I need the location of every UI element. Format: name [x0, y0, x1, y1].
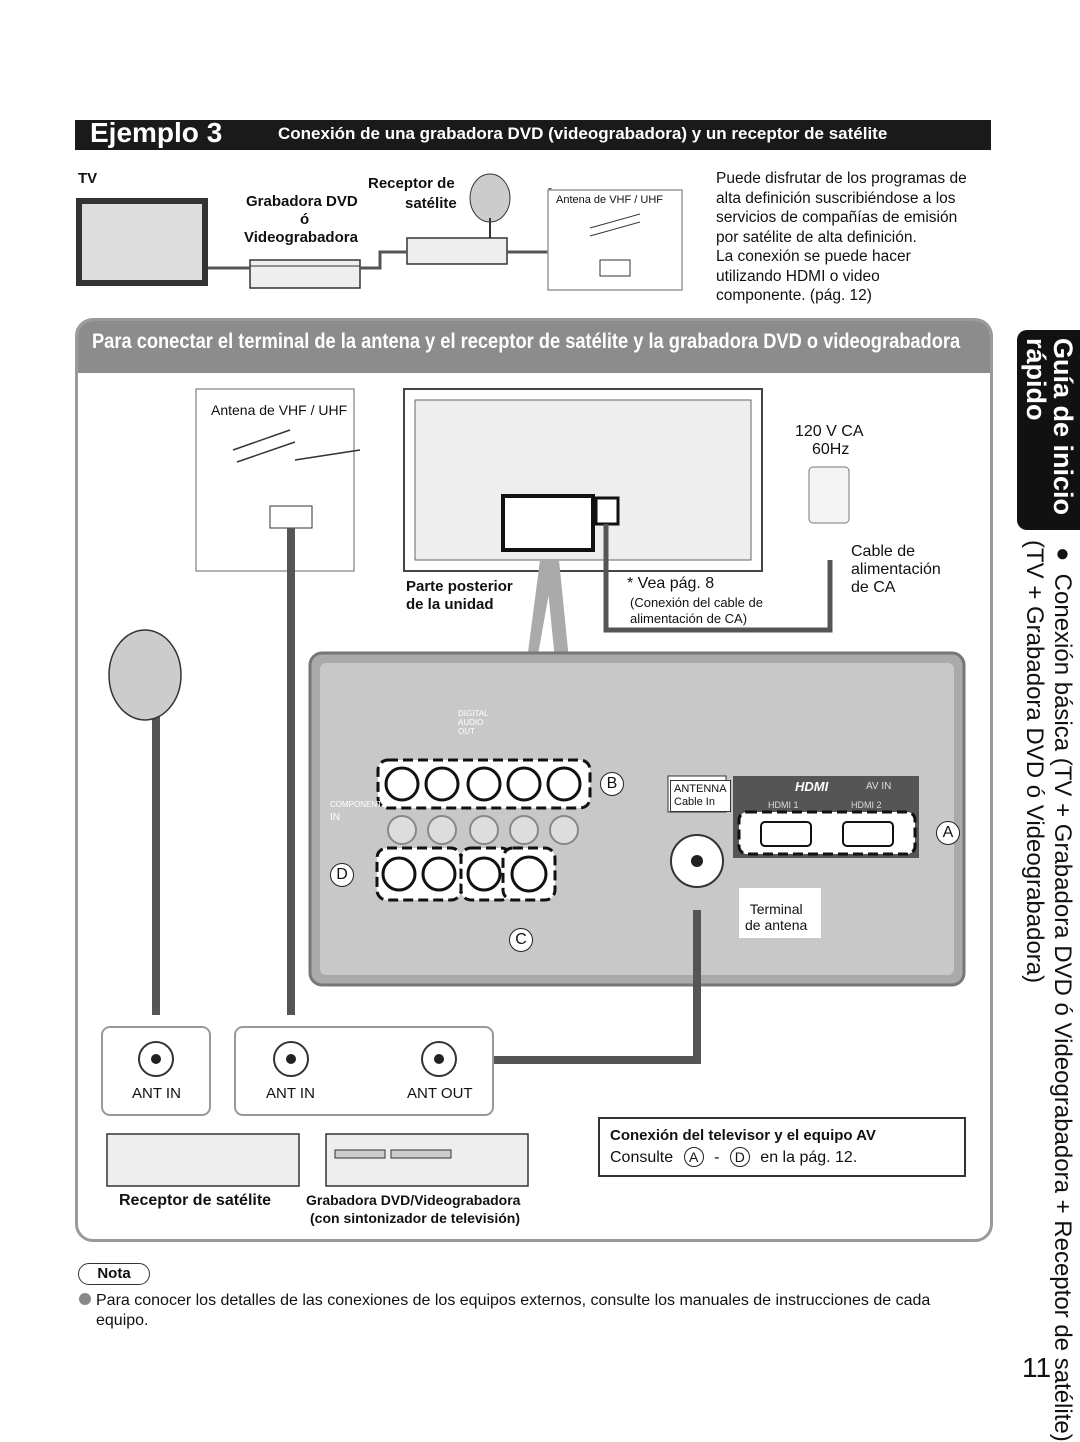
antenna-cable-line: Cable In [674, 796, 715, 808]
dish-illustration [469, 173, 511, 223]
antenna-cable-label: ANTENNA Cable In [670, 780, 731, 812]
satellite-label-2: satélite [405, 195, 457, 212]
cable-label-line: de CA [851, 579, 896, 596]
cable-label-line: alimentación [851, 561, 941, 578]
panel-antenna-label: Antena de VHF / UHF [211, 402, 348, 418]
in-label: IN [330, 812, 340, 823]
letter-d: D [330, 863, 354, 887]
tv-label: TV [78, 170, 98, 187]
satellite-receiver-label: Receptor de satélite [119, 1192, 272, 1209]
conn-text-consult: Consulte [610, 1149, 674, 1166]
conn-title: Conexión del televisor y el equipo AV [610, 1127, 876, 1144]
conn-text: Consulte A - D en la pág. 12. [610, 1147, 857, 1167]
sidebar-description: ● Conexión básica (TV + Grabadora DVD ó … [1020, 540, 1076, 1442]
sidebar-tab-line-1: Guía de inicio [1048, 338, 1078, 516]
recorder-label-1: Grabadora DVD [246, 193, 358, 210]
hdmi1-label: HDMI 1 [768, 800, 799, 810]
intro-line: por satélite de alta definición. [716, 228, 917, 246]
sidebar-tab-text: Guía de inicio rápido [1021, 338, 1078, 516]
power-label-2: 60Hz [812, 441, 850, 458]
dvd-recorder-label-1: Grabadora DVD/Videograbadora [306, 1192, 521, 1208]
rear-label-2: de la unidad [406, 596, 494, 613]
conn-letter-a: A [683, 1147, 704, 1167]
panel-antenna-box [195, 388, 355, 572]
see-page-sub: (Conexión del cable de alimentación de C… [630, 595, 763, 627]
cable-label-line: Cable de [851, 543, 916, 560]
terminal-label: Terminal de antena [745, 901, 807, 933]
antenna-cable-line: ANTENNA [674, 783, 727, 795]
panel-header [78, 321, 990, 373]
see-page-sub-line: (Conexión del cable de [630, 595, 763, 610]
see-page: * Vea pág. 8 [627, 575, 715, 592]
letter-b: B [600, 772, 624, 796]
conn-text-dash: - [714, 1149, 720, 1166]
section-header-bar [75, 120, 991, 150]
hdmi2-label: HDMI 2 [851, 800, 882, 810]
satellite-receiver-illustration [106, 1133, 300, 1187]
recorder-label-2: ó [300, 211, 310, 228]
conn-letter-d: D [729, 1147, 750, 1167]
connection-diagram [101, 388, 966, 1187]
sidebar-desc-line-1: ● Conexión básica (TV + Grabadora DVD ó … [1049, 540, 1076, 1442]
intro-line: La conexión se puede hacer [716, 248, 911, 265]
satellite-dish-icon [108, 629, 182, 721]
rear-label-1: Parte posterior [406, 578, 513, 595]
cable-label: Cable de alimentación de CA [851, 543, 941, 597]
recorder-label-3: Videograbadora [244, 229, 358, 246]
component-label: COMPONENT [330, 800, 382, 809]
dvd-recorder-illustration [325, 1133, 529, 1187]
intro-line: utilizando HDMI o video [716, 267, 880, 285]
see-page-sub-line: alimentación de CA) [630, 611, 748, 626]
intro-line: Puede disfrutar de los programas de [716, 170, 967, 187]
page-number: 11 [1022, 1352, 1052, 1383]
note-bullet-icon [79, 1293, 91, 1305]
intro-line: servicios de compañías de emisión [716, 209, 958, 226]
digital-audio-label: DIGITAL AUDIO OUT [458, 709, 489, 736]
top-antenna-label: Antena de VHF / UHF [556, 194, 663, 206]
ant-in-recorder: ANT IN [266, 1085, 315, 1102]
power-label-1: 120 V CA [795, 423, 864, 440]
connection-reference-box: Conexión del televisor y el equipo AV Co… [598, 1117, 966, 1177]
top-diagram [76, 173, 683, 291]
sidebar-tab [1017, 330, 1080, 530]
letter-a: A [936, 821, 960, 845]
dvd-recorder-label-2: (con sintonizador de televisión) [310, 1210, 521, 1226]
section-title: Conexión de una grabadora DVD (videograb… [278, 124, 888, 143]
panel-title: Para conectar el terminal de la antena y… [92, 330, 961, 353]
hdmi-logo: HDMI [795, 779, 829, 794]
conn-text-page: en la pág. 12. [760, 1149, 858, 1166]
terminal-label-line: Terminal [749, 901, 803, 917]
satellite-label-1: Receptor de [368, 175, 455, 192]
intro-line: componente. (pág. 12) [716, 287, 872, 304]
ant-out-recorder: ANT OUT [407, 1085, 473, 1102]
power-cable [603, 524, 833, 633]
letter-c: C [509, 928, 533, 952]
satellite-box-illustration [406, 237, 508, 265]
ant-out-cable [470, 910, 701, 1064]
sidebar-tab-line-2: rápido [1021, 338, 1051, 421]
example-title: Ejemplo 3 [90, 117, 223, 148]
note-text: Para conocer los detalles de las conexio… [96, 1292, 931, 1329]
sidebar-desc-line-2: (TV + Grabadora DVD ó Videograbadora) [1021, 540, 1048, 984]
power-outlet-icon [808, 466, 850, 524]
intro-line: alta definición suscribiéndose a los [716, 189, 956, 207]
ant-in-satellite: ANT IN [132, 1085, 181, 1102]
recorder-illustration [249, 259, 361, 289]
av-in-label: AV IN [866, 781, 892, 792]
intro-text: Puede disfrutar de los programas de alta… [716, 169, 996, 306]
note-badge: Nota [78, 1263, 150, 1285]
terminal-label-line: de antena [745, 917, 808, 933]
